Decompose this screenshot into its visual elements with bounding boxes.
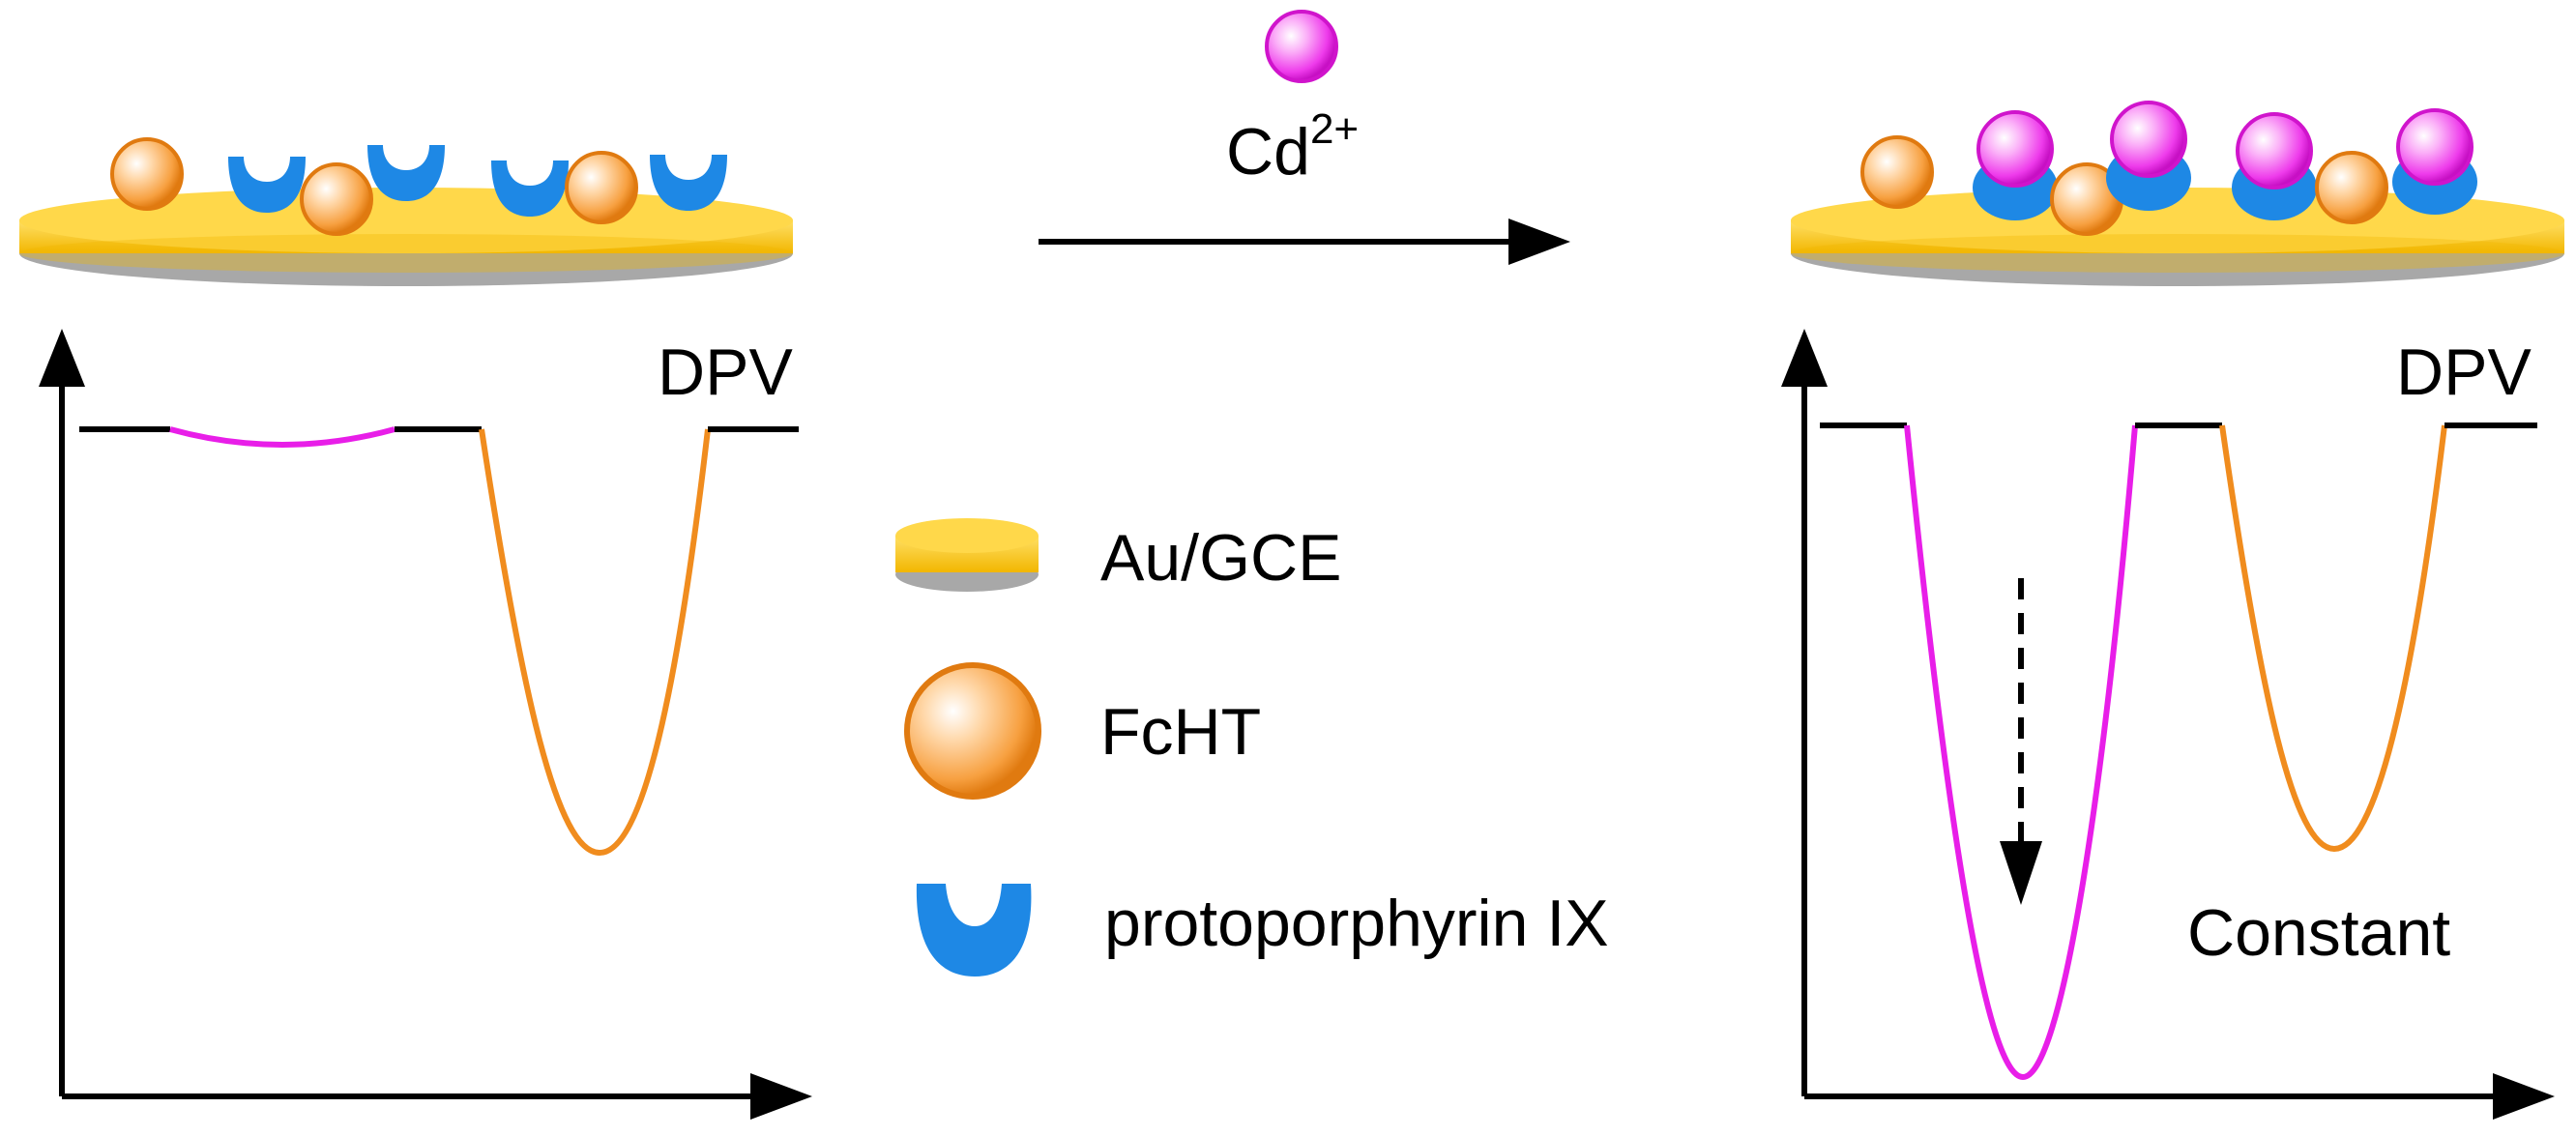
ion-label: Cd2+ xyxy=(1226,105,1359,189)
porphyrin-cup xyxy=(367,145,445,201)
y-axis-arrowhead xyxy=(39,329,85,387)
left-dpv-plot: DPV xyxy=(39,329,812,1120)
cd-ion-sphere xyxy=(2110,101,2187,178)
cd-signal-curve-small xyxy=(169,426,395,448)
left-electrode-group xyxy=(19,137,793,286)
gold-electrode-disk-icon xyxy=(895,518,1039,592)
right-dpv-plot: DPV Constant xyxy=(1781,329,2555,1120)
constant-label: Constant xyxy=(2187,896,2450,970)
legend-label-au-gce: Au/GCE xyxy=(1100,521,1341,595)
cd-ion-sphere xyxy=(2236,112,2313,190)
increase-arrowhead xyxy=(2000,841,2042,905)
y-axis-arrowhead xyxy=(1781,329,1828,387)
orange-sphere-icon xyxy=(904,662,1041,800)
fcht-sphere xyxy=(2315,151,2388,224)
fcht-sphere xyxy=(1860,135,1934,209)
blue-cup-icon xyxy=(916,884,1032,977)
legend: Au/GCE FcHT protoporphyrin IX xyxy=(895,518,1609,977)
x-axis-arrowhead xyxy=(750,1073,812,1120)
dpv-label-left: DPV xyxy=(658,335,793,409)
porphyrin-cup xyxy=(228,157,306,213)
cd-ion-sphere xyxy=(2396,108,2474,186)
legend-label-fcht: FcHT xyxy=(1100,695,1261,769)
fcht-sphere xyxy=(565,151,638,224)
porphyrin-cup xyxy=(650,155,727,211)
reaction-arrow-group: Cd2+ xyxy=(1039,10,1570,265)
fcht-sphere xyxy=(300,162,373,236)
right-electrode-group xyxy=(1791,101,2564,286)
legend-label-protoporphyrin: protoporphyrin IX xyxy=(1104,887,1609,960)
x-axis-arrowhead xyxy=(2493,1073,2555,1120)
fcht-sphere xyxy=(110,137,184,211)
porphyrin-cup xyxy=(491,160,569,217)
reaction-arrowhead xyxy=(1508,219,1570,265)
cd-ion-sphere xyxy=(1265,10,1338,83)
dpv-label-right: DPV xyxy=(2396,335,2532,409)
fcht-signal-curve xyxy=(2219,424,2447,853)
fcht-signal-curve xyxy=(479,428,711,857)
cd-ion-sphere xyxy=(1976,110,2054,188)
cd-signal-curve-large xyxy=(1904,424,2138,1081)
